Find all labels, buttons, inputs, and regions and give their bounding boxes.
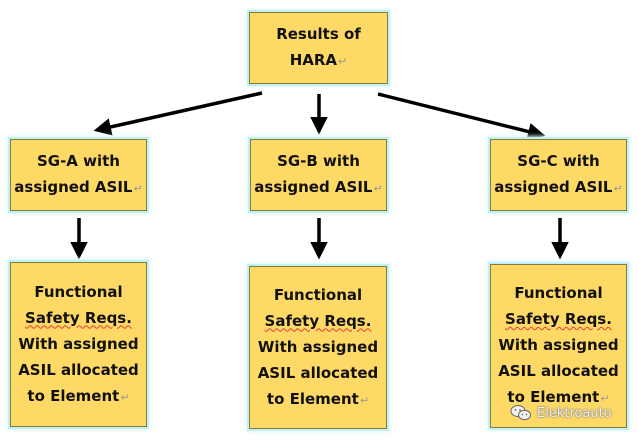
node-line: to Element: [507, 388, 600, 406]
wechat-icon: [510, 405, 531, 421]
node-line: assigned ASIL: [494, 178, 613, 196]
node-line: Safety Reqs.: [25, 308, 132, 327]
node-line: ASIL allocated: [18, 360, 139, 379]
node-sg-c: SG-C with assigned ASIL↵: [490, 139, 627, 211]
node-line: Results of: [276, 25, 361, 43]
paragraph-mark: ↵: [613, 182, 623, 195]
node-line: HARA: [289, 51, 338, 69]
paragraph-mark: ↵: [600, 392, 610, 405]
arrow-root-to-sg-a: [93, 91, 263, 136]
node-line: Functional: [514, 284, 603, 302]
paragraph-mark: ↵: [373, 182, 383, 195]
node-line: Safety Reqs.: [264, 311, 372, 330]
node-line: With assigned: [498, 336, 619, 354]
paragraph-mark: ↵: [338, 55, 348, 68]
node-line: assigned ASIL: [14, 178, 133, 196]
paragraph-mark: ↵: [359, 393, 370, 407]
node-line: to Element: [266, 389, 359, 408]
node-line: assigned ASIL: [254, 178, 373, 196]
watermark: Elektroauto: [510, 404, 612, 422]
arrow-root-to-sg-c: [377, 92, 546, 141]
paragraph-mark: ↵: [120, 390, 130, 404]
node-sg-a: SG-A with assigned ASIL↵: [10, 139, 147, 211]
watermark-text: Elektroauto: [537, 405, 612, 421]
node-line: SG-B with: [277, 152, 360, 170]
node-line: ASIL allocated: [498, 362, 619, 380]
node-line: Safety Reqs.: [505, 310, 612, 328]
paragraph-mark: ↵: [133, 182, 143, 195]
node-line: Functional: [273, 285, 363, 304]
node-line: Functional: [34, 282, 123, 301]
node-fsr-c: Functional Safety Reqs. With assigned AS…: [490, 264, 627, 428]
node-line: to Element: [27, 386, 120, 405]
node-fsr-b: Functional Safety Reqs. With assigned AS…: [249, 266, 387, 429]
node-line: SG-A with: [36, 152, 120, 170]
node-results-of-hara: Results of HARA↵: [249, 12, 388, 84]
node-line: With assigned: [18, 334, 139, 353]
node-line: SG-C with: [517, 152, 600, 170]
node-line: With assigned: [257, 337, 379, 356]
node-sg-b: SG-B with assigned ASIL↵: [250, 139, 387, 211]
node-fsr-a: Functional Safety Reqs. With assigned AS…: [10, 262, 147, 427]
node-line: ASIL allocated: [257, 363, 379, 382]
